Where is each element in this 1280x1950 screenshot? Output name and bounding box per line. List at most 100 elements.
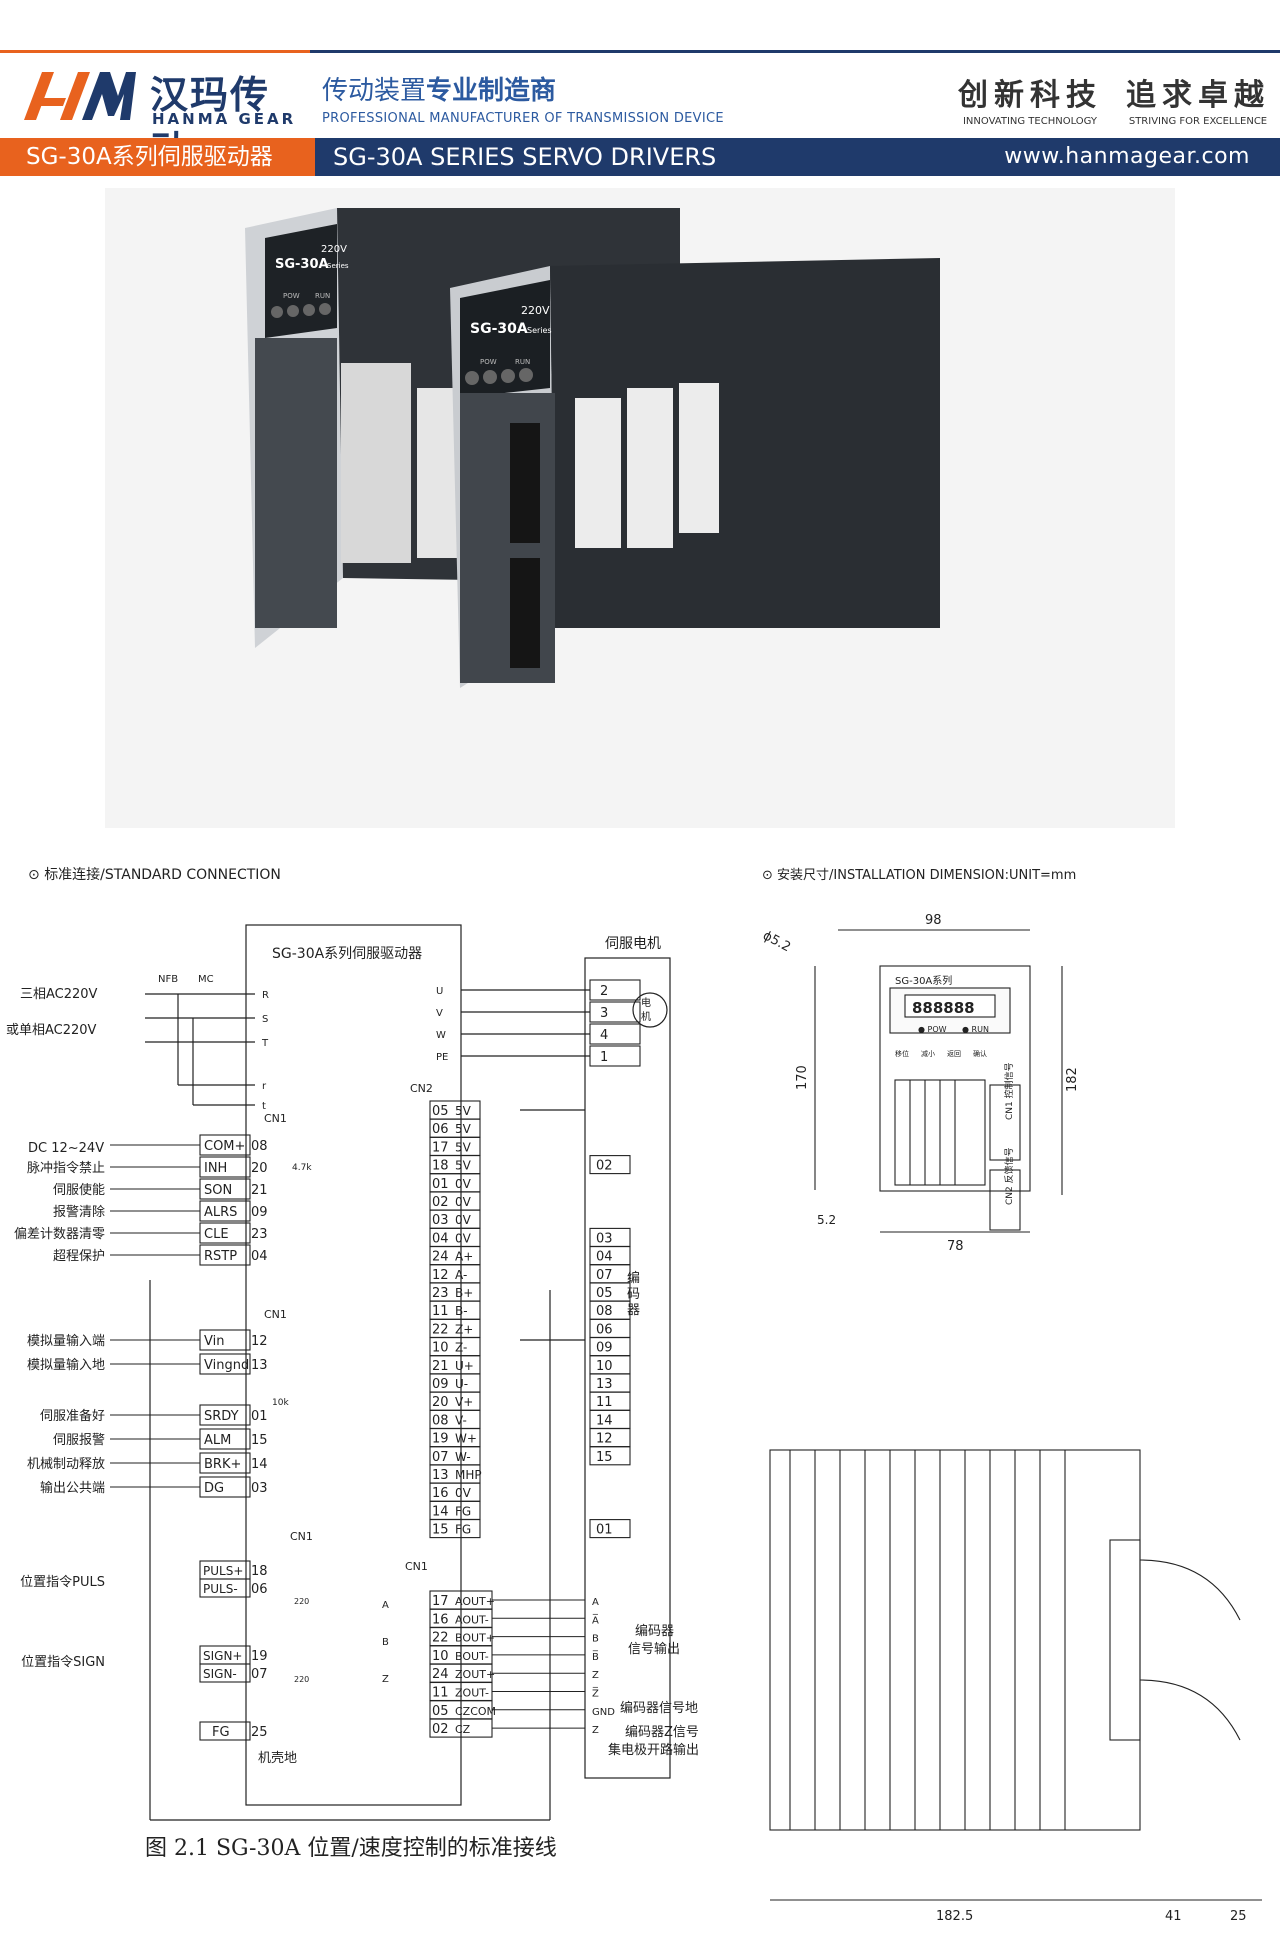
resistor-4-7k: 4.7k [292, 1163, 312, 1173]
cn2-name: 5V [455, 1140, 472, 1154]
encoder-pin: 07 [596, 1268, 613, 1283]
motor-pin: 2 [600, 984, 608, 999]
cn2-name: A+ [455, 1250, 473, 1264]
cn2-name: MHP [455, 1468, 482, 1482]
cn2-pin: 13 [432, 1468, 449, 1483]
dim-height: 182 [1065, 1067, 1080, 1092]
input-name: ALRS [204, 1205, 237, 1220]
encoder-pin: 10 [596, 1359, 613, 1374]
dc-label: DC 12~24V [28, 1141, 104, 1156]
panel-key: 确认 [973, 1049, 987, 1058]
chassis-label: 机壳地 [258, 1751, 297, 1766]
puls-pin-box [199, 1578, 251, 1598]
motto-innovation: 创新科技 INNOVATING TECHNOLOGY [958, 70, 1102, 127]
input-name: COM+ [204, 1139, 245, 1154]
dim-depth: 182.5 [936, 1909, 973, 1924]
analog-desc: 模拟量输入地 [27, 1357, 105, 1373]
encoder-pin: 04 [596, 1250, 613, 1265]
enc-out-signal: Z̅ [592, 1687, 599, 1700]
standard-connection-heading: ⊙ 标准连接/STANDARD CONNECTION [28, 867, 281, 883]
dim-mount-width: 78 [947, 1239, 964, 1254]
cn2-pin: 01 [432, 1177, 449, 1192]
slogan-en: PROFESSIONAL MANUFACTURER OF TRANSMISSIO… [322, 111, 724, 126]
puls-pin: 06 [251, 1582, 268, 1597]
mc-label: MC [198, 974, 214, 985]
enc-out-name: AOUT+ [455, 1595, 495, 1608]
encoder-pin: 13 [596, 1377, 613, 1392]
dim-conn2: 25 [1230, 1909, 1247, 1924]
motor-pin-box [589, 1023, 641, 1045]
enc-out-name: ZOUT- [455, 1687, 489, 1700]
cn1-analog-label: CN1 [264, 1308, 287, 1321]
motto1-cn: 创新科技 [958, 78, 1102, 113]
back-voltage: 220V [321, 244, 347, 255]
front-run: RUN [515, 358, 530, 366]
cn2-name: V- [455, 1413, 467, 1427]
cn2-pin: 10 [432, 1341, 449, 1356]
sign-desc: 位置指令SIGN [21, 1655, 105, 1670]
input-desc: 报警清除 [53, 1204, 105, 1220]
panel-key: 返回 [947, 1050, 961, 1058]
cn2-pin: 04 [432, 1231, 449, 1246]
motor-terminal: U [436, 986, 443, 997]
cn2-name: 0V [455, 1486, 472, 1500]
encoder-pin: 08 [596, 1304, 613, 1319]
cn2-name: A- [455, 1268, 467, 1282]
power-terminal: t [262, 1101, 266, 1112]
output-desc: 伺服准备好 [40, 1408, 105, 1424]
motor-terminal: V [436, 1008, 443, 1019]
back-series: Series [327, 262, 349, 270]
cn2-name: U+ [455, 1359, 474, 1373]
cn2-name: 0V [455, 1231, 472, 1245]
enc-out-pin: 17 [432, 1594, 449, 1609]
input-pin: 21 [251, 1183, 268, 1198]
dimension-drawing [769, 929, 1262, 1901]
puls-pin: 18 [251, 1564, 268, 1579]
motor-title: 伺服电机 [605, 936, 661, 952]
motto1-en: INNOVATING TECHNOLOGY [962, 116, 1098, 127]
analog-desc: 模拟量输入端 [27, 1333, 105, 1349]
input-pin: 23 [251, 1227, 268, 1242]
panel-run: ● RUN [962, 1025, 989, 1034]
encoder-label: 码 [627, 1287, 640, 1302]
enc-out-pin: 11 [432, 1686, 449, 1701]
cn2-name: B+ [455, 1286, 473, 1300]
input-name: RSTP [204, 1249, 237, 1264]
encoder-pin-box [589, 1446, 631, 1466]
enc-out-name: BOUT+ [455, 1632, 495, 1645]
slogan: 传动装置专业制造商 PROFESSIONAL MANUFACTURER OF T… [322, 70, 724, 126]
power-terminal: r [262, 1081, 267, 1092]
encoder-pin: 06 [596, 1322, 613, 1337]
enc-out-name: CZ [455, 1723, 471, 1736]
fg-pin-box [199, 1721, 251, 1741]
output-pin: 14 [251, 1457, 268, 1472]
dim-height-inner: 170 [795, 1065, 810, 1090]
enc-out-signal: A [592, 1597, 599, 1608]
nfb-label: NFB [158, 974, 178, 985]
back-run: RUN [315, 292, 330, 300]
front-pow: POW [480, 358, 497, 366]
website-link[interactable]: www.hanmagear.com [1004, 144, 1250, 169]
enc-out-name: ZOUT+ [455, 1668, 495, 1681]
encoder-pin: 09 [596, 1341, 613, 1356]
output-desc: 输出公共端 [40, 1480, 105, 1496]
fg-pin: 25 [251, 1725, 268, 1740]
front-series: Series [527, 326, 552, 335]
enc-out-pin: 24 [432, 1667, 449, 1682]
cn2-pin: 18 [432, 1159, 449, 1174]
cn2-pin: 22 [432, 1322, 449, 1337]
encoder-label: 器 [627, 1303, 640, 1318]
sign-name: SIGN+ [203, 1649, 243, 1663]
enc-out-name: AOUT- [455, 1613, 489, 1626]
product-photo: SG-30A Series 220V POW RUN SG-30A Series… [105, 188, 1175, 828]
logo-text-en: HANMA GEAR [152, 110, 297, 128]
input-desc: 伺服使能 [53, 1182, 105, 1198]
header-rule [0, 50, 1280, 53]
output-pin: 01 [251, 1409, 268, 1424]
input-desc: 偏差计数器清零 [14, 1227, 105, 1242]
title-bar: SG-30A系列伺服驱动器 SG-30A SERIES SERVO DRIVER… [0, 138, 1280, 176]
enc-out-pin: 16 [432, 1612, 449, 1627]
encoder-pin: 03 [596, 1231, 613, 1246]
input-desc: 脉冲指令禁止 [27, 1161, 105, 1176]
